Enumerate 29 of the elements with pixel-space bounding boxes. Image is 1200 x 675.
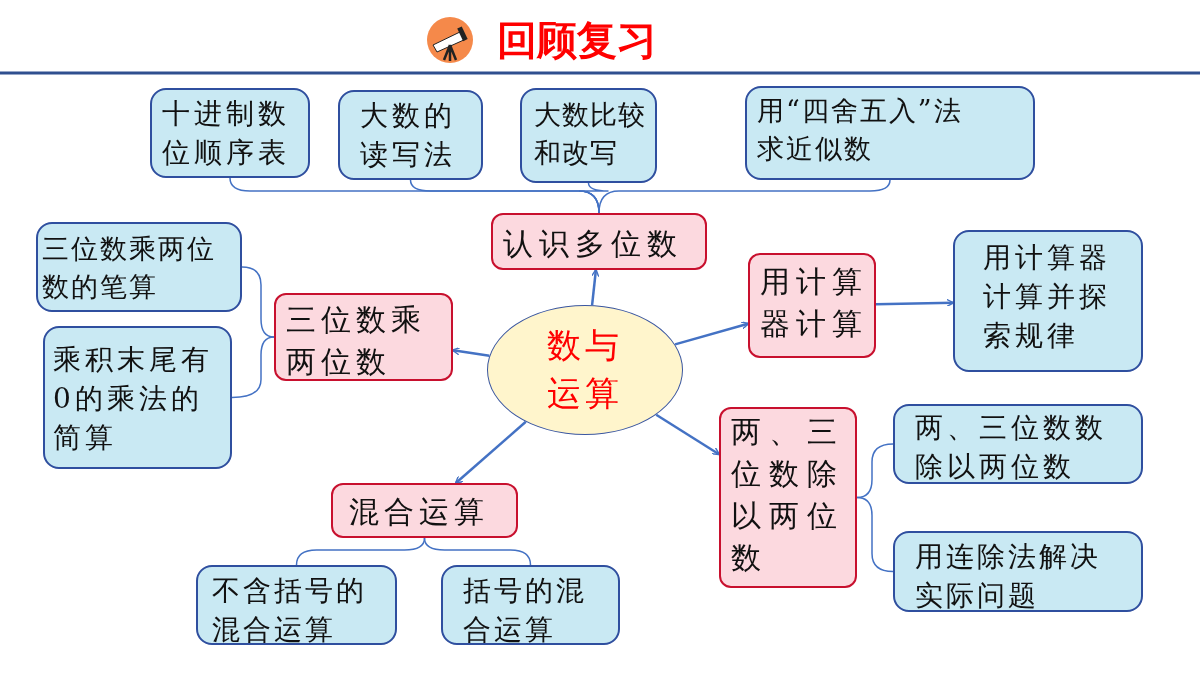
content-box: 用连除法解决实际问题: [893, 531, 1143, 612]
content-box: 乘积末尾有0的乘法的简算: [43, 326, 232, 469]
arrow: [451, 347, 490, 358]
brace-connector: [231, 336, 275, 399]
arrow: [875, 298, 955, 308]
topic-ellipse: 数与运算: [487, 305, 683, 435]
content-box: 用计算器计算并探索规律: [953, 230, 1143, 372]
arrow: [590, 268, 600, 306]
subtopic-box: 三位数乘两位数: [274, 293, 453, 381]
slide-title: 回顾复习: [497, 16, 657, 64]
arrow: [674, 321, 750, 346]
content-box: 不含括号的混合运算: [196, 565, 397, 645]
brace-connector: [856, 496, 894, 573]
subtopic-box: 认识多位数: [491, 213, 707, 270]
brace-connector: [598, 179, 891, 214]
content-box: 用“四舍五入”法求近似数: [745, 86, 1035, 180]
content-box: 大数的读写法: [338, 90, 483, 180]
subtopic-box: 两、三位数除以两位数: [719, 407, 857, 588]
subtopic-box: 混合运算: [331, 483, 518, 538]
arrow: [454, 420, 527, 485]
content-box: 三位数乘两位数的笔算: [36, 222, 242, 312]
content-box: 十进制数位顺序表: [150, 88, 310, 178]
content-box: 括号的混合运算: [441, 565, 620, 645]
subtopic-box: 用计算器计算: [748, 253, 876, 358]
content-box: 大数比较和改写: [520, 88, 657, 183]
brace-connector: [295, 537, 426, 566]
arrow: [655, 413, 721, 456]
brace-connector: [423, 537, 532, 566]
content-box: 两、三位数数除以两位数: [893, 404, 1143, 484]
